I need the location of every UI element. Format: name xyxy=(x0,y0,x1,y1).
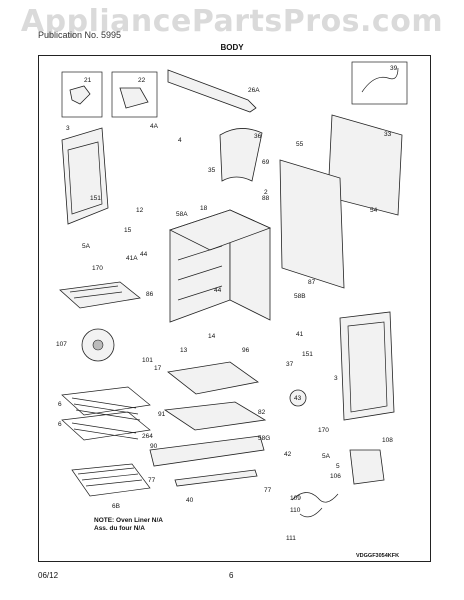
callout-44-b: 44 xyxy=(214,287,222,294)
callout-43: 43 xyxy=(294,395,302,402)
callout-58A: 58A xyxy=(176,211,188,218)
callout-35: 35 xyxy=(208,167,216,174)
watermark: AppliancePartsPros.com xyxy=(20,4,444,39)
part-21-bracket xyxy=(69,85,91,105)
footer-page-number: 6 xyxy=(229,571,234,580)
callout-96: 96 xyxy=(242,347,250,354)
callout-41A: 41A xyxy=(126,255,138,262)
callout-111: 111 xyxy=(286,535,296,542)
part-6-oven-racks xyxy=(61,386,151,441)
callout-6B: 6B xyxy=(112,503,120,510)
callout-44-a: 44 xyxy=(140,251,148,258)
callout-58B: 58B xyxy=(294,293,306,300)
note-line-1: NOTE: Oven Liner N/A xyxy=(94,517,163,524)
callout-21: 21 xyxy=(84,77,92,84)
callout-18: 18 xyxy=(200,205,208,212)
callout-109: 109 xyxy=(290,495,301,502)
callout-91: 91 xyxy=(158,411,166,418)
callout-69: 69 xyxy=(262,159,270,166)
callout-36: 36 xyxy=(254,133,262,140)
publication-header: Publication No. 5995 xyxy=(38,30,122,40)
callout-101: 101 xyxy=(142,357,153,364)
callout-151-left: 151 xyxy=(90,195,101,202)
part-14-bottom-tray xyxy=(167,361,259,395)
part-3-door-panel xyxy=(339,311,395,421)
callout-14: 14 xyxy=(208,333,216,340)
part-108-igniter xyxy=(349,449,385,485)
part-42-drawer-front xyxy=(149,435,265,467)
inset-box-22 xyxy=(111,71,158,118)
diagram-frame xyxy=(38,55,431,562)
callout-6-a: 6 xyxy=(58,401,62,408)
callout-15: 15 xyxy=(124,227,132,234)
callout-3-door: 3 xyxy=(334,375,338,382)
inset-box-21 xyxy=(61,71,103,118)
part-26A-top-rail xyxy=(167,69,257,113)
callout-26A: 26A xyxy=(248,87,260,94)
callout-5A-right: 5A xyxy=(322,453,331,460)
callout-2: 2 xyxy=(264,189,268,196)
part-36-vent-duct xyxy=(219,128,263,182)
note-oven-liner: NOTE: Oven Liner N/A Ass. du four N/A xyxy=(94,517,163,533)
part-33-rear-panel xyxy=(327,114,403,216)
callout-77-left: 77 xyxy=(148,477,156,484)
part-3-left-side-panel xyxy=(61,127,109,225)
callout-39: 39 xyxy=(390,65,398,72)
part-82-drawer-frame xyxy=(163,401,267,431)
callout-55: 55 xyxy=(296,141,304,148)
callout-88: 88 xyxy=(262,195,270,202)
callout-3-left: 3 xyxy=(66,125,70,132)
callout-87: 87 xyxy=(308,279,316,286)
section-title: BODY xyxy=(220,43,244,52)
callout-42: 42 xyxy=(284,451,292,458)
callout-110: 110 xyxy=(290,507,301,514)
callout-77-right: 77 xyxy=(264,487,272,494)
callout-12: 12 xyxy=(136,207,144,214)
part-6B-rack xyxy=(71,463,151,497)
callout-41: 41 xyxy=(296,331,304,338)
callout-4A: 4A xyxy=(150,123,159,130)
callout-151-right: 151 xyxy=(302,351,313,358)
callout-13: 13 xyxy=(180,347,188,354)
callout-107: 107 xyxy=(56,341,67,348)
callout-40: 40 xyxy=(186,497,194,504)
callout-82: 82 xyxy=(258,409,266,416)
callout-86: 86 xyxy=(146,291,154,298)
callout-22: 22 xyxy=(138,77,146,84)
part-39-harness xyxy=(361,67,399,93)
part-22-bracket xyxy=(119,87,149,109)
callout-108: 108 xyxy=(382,437,393,444)
callout-106: 106 xyxy=(330,473,341,480)
callout-54: 54 xyxy=(370,207,378,214)
note-line-2: Ass. du four N/A xyxy=(94,525,145,532)
footer-date: 06/12 xyxy=(38,571,59,580)
callout-170-right: 170 xyxy=(318,427,329,434)
part-110-wiring xyxy=(291,492,339,518)
diagram-code: VDGGF3054KFK xyxy=(356,553,400,559)
callout-58G: 58G xyxy=(258,435,270,442)
callout-5A-left: 5A xyxy=(82,243,91,250)
part-2-back-panel xyxy=(279,159,345,289)
part-40-drawer-rail xyxy=(174,469,258,487)
callout-37: 37 xyxy=(286,361,294,368)
part-43-screw xyxy=(289,389,307,407)
oven-body-top xyxy=(168,209,272,251)
callout-17: 17 xyxy=(154,365,162,372)
callout-264: 264 xyxy=(142,433,153,440)
callout-6-b: 6 xyxy=(58,421,62,428)
callout-4: 4 xyxy=(178,137,182,144)
callout-33: 33 xyxy=(384,131,392,138)
callout-170-left: 170 xyxy=(92,265,103,272)
inset-box-39 xyxy=(351,61,408,105)
callout-5: 5 xyxy=(336,463,340,470)
callout-90: 90 xyxy=(150,443,158,450)
